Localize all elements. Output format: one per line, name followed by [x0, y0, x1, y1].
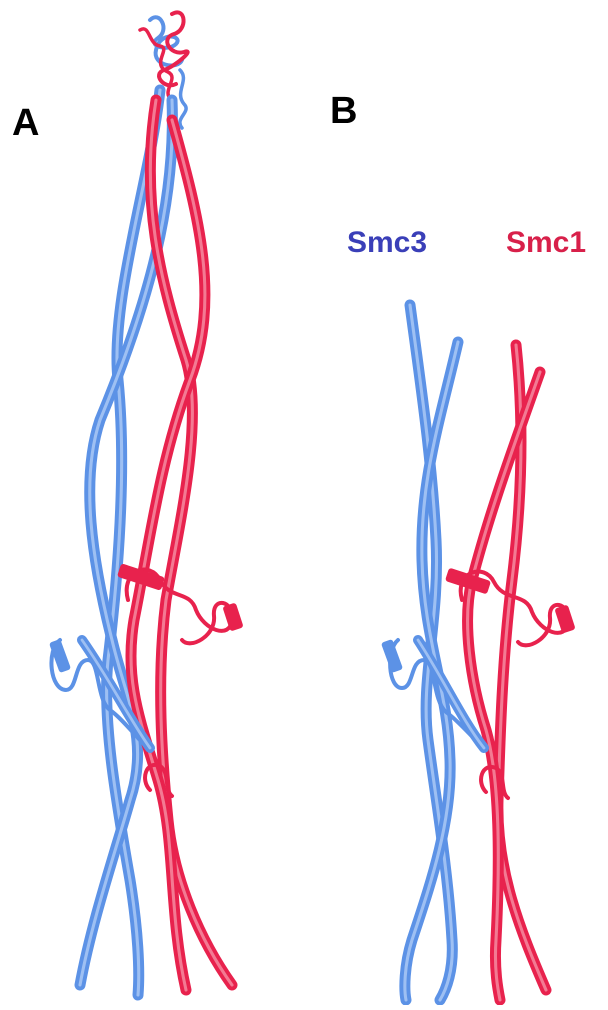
panel-a-label: A — [12, 104, 39, 142]
smc1-fragment-helix-block-2 — [554, 604, 575, 633]
panel-b-structure — [381, 305, 576, 1000]
smc1-label: Smc1 — [506, 228, 586, 258]
smc1-strand-2 — [131, 120, 205, 990]
smc3-top-helix-2 — [180, 70, 186, 128]
smc1-helix-block-2 — [222, 602, 243, 631]
smc1-fragment-strand-1 — [498, 345, 546, 990]
panel-b-label: B — [330, 92, 357, 130]
panel-a-structure — [49, 12, 244, 995]
smc3-fragment-helix-block — [381, 639, 403, 673]
smc3-label: Smc3 — [347, 228, 427, 258]
